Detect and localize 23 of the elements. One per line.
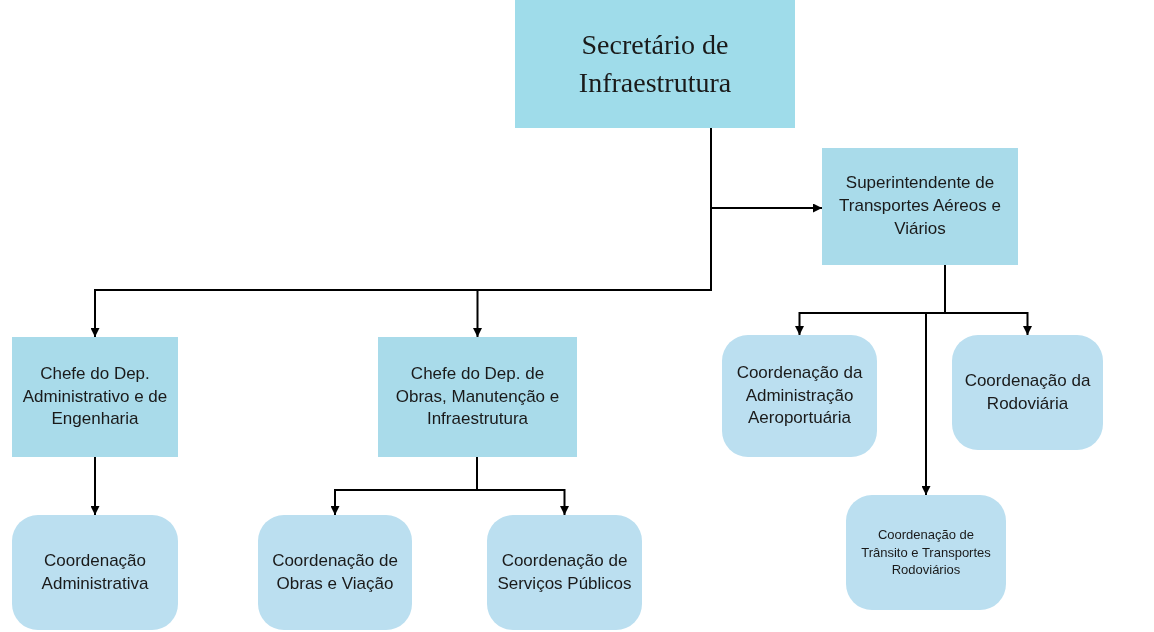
node-label: Secretário de Infraestrutura bbox=[577, 28, 733, 100]
arrow bbox=[90, 456, 100, 516]
node-label: Coordenação Administrativa bbox=[40, 549, 150, 595]
arrow bbox=[944, 264, 1032, 336]
process-box bbox=[378, 337, 577, 457]
arrow bbox=[476, 456, 569, 516]
process-box bbox=[12, 337, 178, 457]
rounded-box bbox=[258, 515, 412, 630]
rounded-box bbox=[487, 515, 642, 630]
rounded-box bbox=[846, 495, 1006, 610]
rounded-box bbox=[722, 335, 877, 457]
node-label: Coordenação da Rodoviária bbox=[963, 369, 1092, 415]
process-box bbox=[515, 0, 795, 128]
node-label: Chefe do Dep. Administrativo e de Engenharia bbox=[21, 362, 169, 431]
node-label: Coordenação de Serviços Públicos bbox=[496, 549, 633, 595]
node-label: Coordenação de Obras e Viação bbox=[271, 549, 399, 595]
node-label: Coordenação da Administração Aeroportuária bbox=[735, 361, 864, 430]
node-label: Coordenação de Trânsito e Transportes Rodoviários bbox=[860, 526, 992, 579]
rounded-box bbox=[12, 515, 178, 630]
process-box bbox=[822, 148, 1018, 265]
rounded-box bbox=[952, 335, 1103, 450]
node-label: Chefe do Dep. de Obras, Manutenção e Infraestrutura bbox=[394, 362, 561, 431]
node-label: Superintendente de Transportes Aéreos e Viários bbox=[838, 172, 1002, 240]
